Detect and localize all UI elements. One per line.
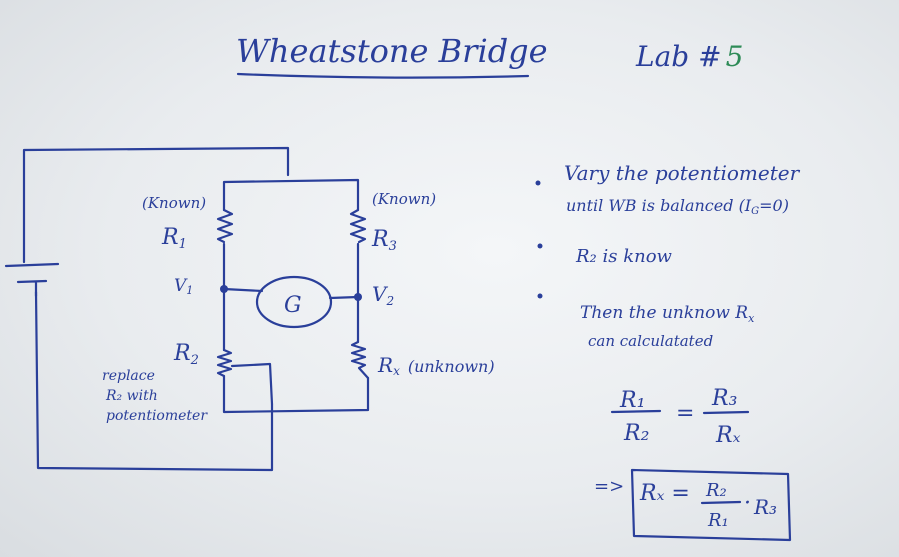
eq-frac2-den: Rₓ (715, 423, 741, 448)
r2-resistor (216, 348, 233, 378)
eq-frac2-bar (702, 410, 750, 415)
replace-note-line1: replace (102, 368, 155, 384)
galvanometer-wire-right (328, 295, 360, 300)
galvanometer-circle (255, 275, 333, 329)
eq-frac2-num: R₃ (711, 386, 737, 411)
bullet1-line1: Vary the potentiometer (564, 161, 801, 185)
eq-frac1-den: R₂ (623, 421, 649, 446)
replace-note-line3: potentiometer (106, 408, 208, 424)
result-lhs: Rₓ = (639, 481, 690, 506)
bridge-top-wire (222, 178, 360, 212)
r3-resistor (349, 208, 367, 244)
result-box (630, 468, 792, 542)
replace-note-line2: R₂ with (105, 388, 158, 404)
bullet-dot-3 (537, 293, 543, 299)
eq-equals: = (676, 401, 694, 426)
result-r3: R₃ (753, 495, 777, 519)
eq-frac1-num: R₁ (619, 388, 645, 413)
rx-label: Rx(unknown) (377, 353, 495, 378)
bullet-dot-1 (535, 180, 541, 186)
bullet3-line1: Then the unknow Rx (580, 303, 755, 325)
title-underline (236, 72, 530, 79)
replace-note: replace R₂ with potentiometer (102, 368, 208, 424)
battery-symbol (4, 262, 60, 298)
bullet-dot-2 (537, 243, 543, 249)
bullet3-line2: can calculatated (588, 332, 713, 350)
battery-wire (22, 146, 290, 264)
r2-label: R2 (173, 341, 199, 368)
result-bar (700, 500, 742, 505)
lab-label: Lab #5 (635, 40, 743, 73)
r2-wiper (230, 362, 274, 406)
lab-number: 5 (726, 40, 744, 73)
rx-resistor (350, 340, 370, 380)
battery-bottom-wire (34, 290, 274, 472)
v2-label: V2 (372, 282, 394, 308)
v1-label: V1 (174, 276, 193, 297)
result-den: R₁ (707, 510, 729, 531)
galvanometer-label: G (284, 293, 302, 318)
r1-known-label: (Known) (142, 194, 206, 212)
r2-lower-wire (222, 374, 370, 414)
galvanometer-wire-left (222, 287, 264, 293)
bullet1-line2: until WB is balanced (IG=0) (566, 196, 789, 217)
title: Wheatstone Bridge (236, 32, 548, 70)
bullet2: R₂ is know (575, 246, 673, 267)
r1-resistor (216, 208, 234, 244)
result-dot: · (744, 491, 751, 516)
r1-label: R1 (161, 225, 187, 252)
r3-known-label: (Known) (372, 190, 436, 208)
eq-implies: => (594, 476, 624, 497)
r3-label: R3 (371, 227, 397, 254)
result-num: R₂ (705, 480, 727, 501)
eq-frac1-bar (610, 409, 662, 414)
